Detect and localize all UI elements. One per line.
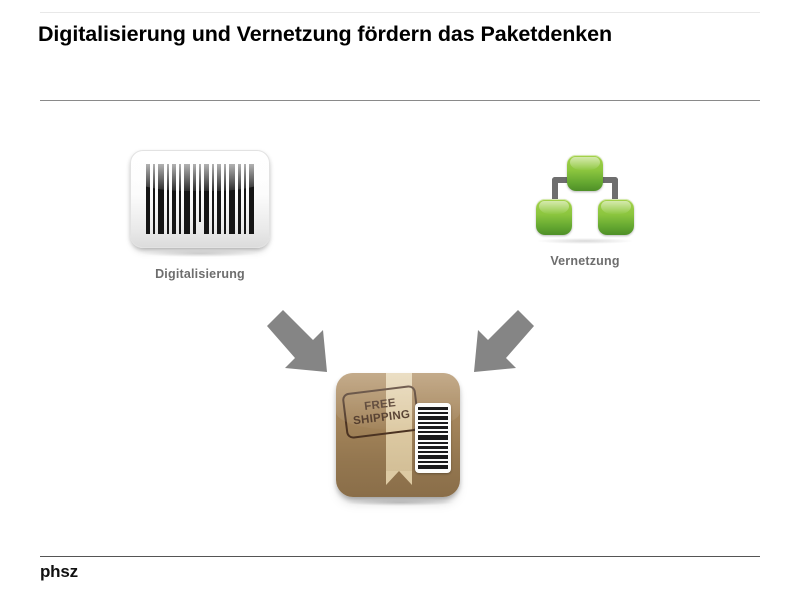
network-connector-right	[612, 177, 618, 205]
barcode-bars	[146, 164, 254, 234]
title-divider	[40, 100, 760, 101]
package-icon-shadow	[346, 499, 454, 506]
arrow-down-left-icon	[466, 308, 540, 378]
package-box-icon: FREE SHIPPING	[336, 373, 460, 497]
concept-digitalisierung: Digitalisierung	[120, 150, 280, 281]
package-barcode-label	[415, 403, 451, 473]
concept-package: FREE SHIPPING	[336, 373, 464, 506]
arrow-down-right-icon	[261, 308, 335, 378]
free-shipping-stamp: FREE SHIPPING	[341, 384, 421, 440]
barcode-icon-shadow	[141, 250, 259, 257]
network-node-right	[598, 199, 634, 235]
top-divider	[40, 12, 760, 13]
network-icon-shadow	[537, 238, 633, 244]
page-title: Digitalisierung und Vernetzung fördern d…	[38, 22, 613, 46]
network-hierarchy-icon	[530, 155, 640, 235]
footer-divider	[40, 556, 760, 557]
network-node-left	[536, 199, 572, 235]
package-tape	[386, 373, 412, 485]
network-connector-left	[552, 177, 558, 205]
stamp-line-2: SHIPPING	[352, 408, 411, 428]
footer-logo: phsz	[40, 562, 78, 581]
concept-vernetzung: Vernetzung	[505, 155, 665, 268]
network-node-top	[567, 155, 603, 191]
caption-vernetzung: Vernetzung	[550, 254, 620, 268]
caption-digitalisierung: Digitalisierung	[155, 267, 245, 281]
barcode-icon	[130, 150, 270, 248]
